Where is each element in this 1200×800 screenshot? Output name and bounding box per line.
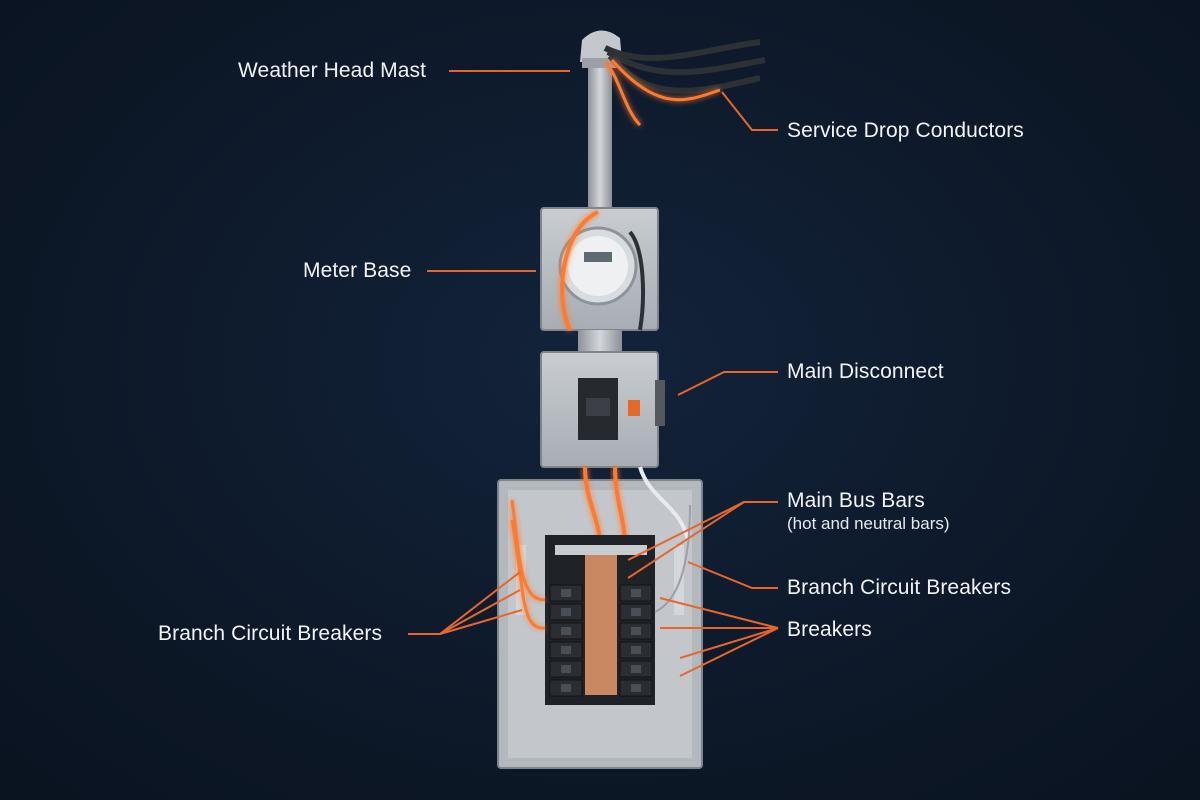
main-bus-bars-label: Main Bus Bars xyxy=(787,489,925,512)
meter-base xyxy=(540,207,659,331)
breaker-toggle xyxy=(561,589,571,597)
main-disconnect-label: Main Disconnect xyxy=(787,360,944,383)
breaker-toggle xyxy=(561,646,571,654)
branch-circuit-breakers xyxy=(549,584,653,697)
breaker-toggle xyxy=(631,665,641,673)
breaker-toggle xyxy=(561,684,571,692)
service-drop-conductors xyxy=(603,39,766,127)
branch-circuit-breakers-right-label: Branch Circuit Breakers xyxy=(787,576,1012,599)
breaker-toggle xyxy=(631,684,641,692)
branch-wiring xyxy=(510,499,691,630)
branch-circuit-breakers-left-label: Branch Circuit Breakers xyxy=(158,622,383,645)
breaker-toggle xyxy=(631,627,641,635)
service-drop-conductors-label: Service Drop Conductors xyxy=(787,119,1024,142)
breaker-toggle xyxy=(561,608,571,616)
leader-lines xyxy=(408,70,779,677)
main-disconnect xyxy=(540,330,665,468)
breaker-toggle xyxy=(561,665,571,673)
main-bus-bars-sublabel: (hot and neutral bars) xyxy=(787,514,950,533)
breaker-toggle xyxy=(561,627,571,635)
weather-head-mast-label: Weather Head Mast xyxy=(238,59,427,82)
breaker-toggle xyxy=(631,646,641,654)
breakers-label: Breakers xyxy=(787,618,872,641)
meter-base-label: Meter Base xyxy=(303,259,412,282)
breaker-toggle xyxy=(631,589,641,597)
breaker-toggle xyxy=(631,608,641,616)
